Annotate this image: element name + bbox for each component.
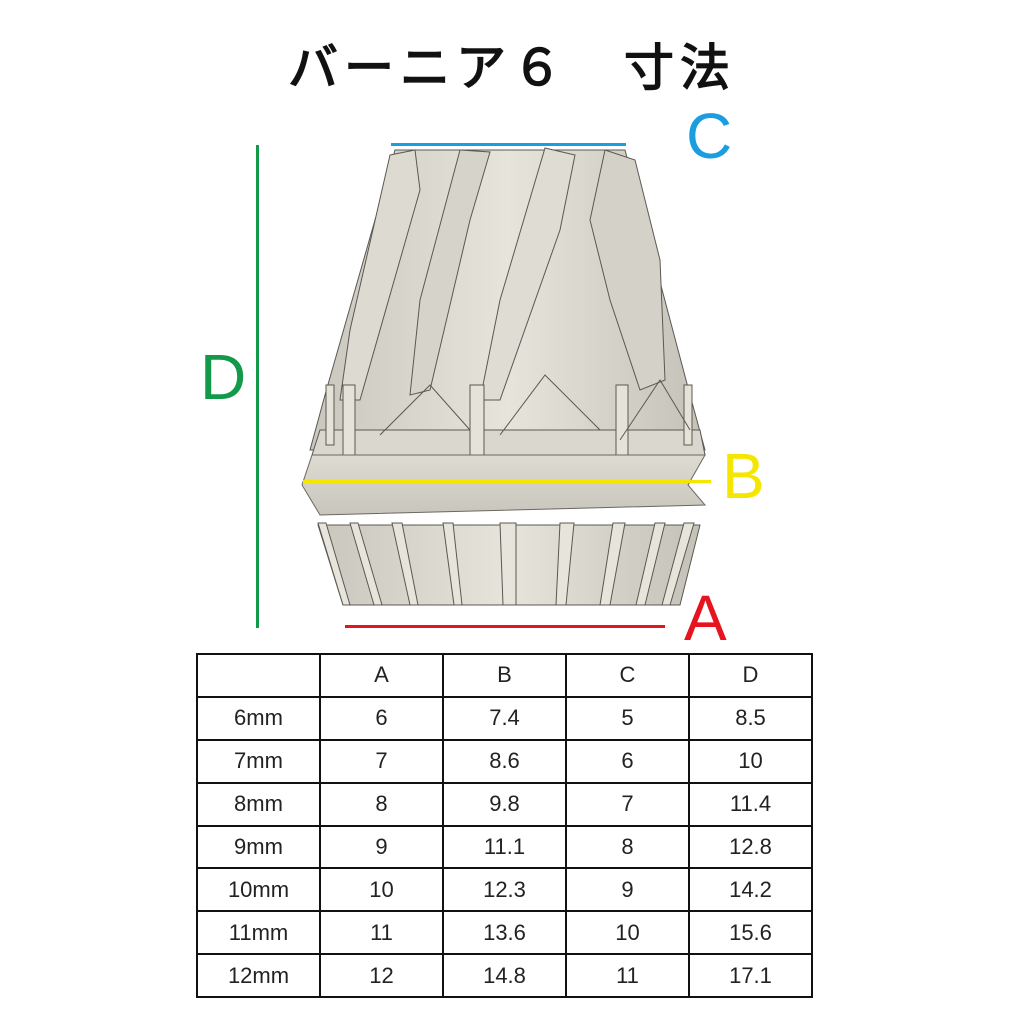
table-cell: 9.8 <box>442 781 567 827</box>
table-cell: 14.2 <box>688 867 813 913</box>
table-row: 8mm 8 9.8 7 11.4 <box>196 781 813 827</box>
table-cell: 12mm <box>196 953 321 998</box>
table-cell: 17.1 <box>688 953 813 998</box>
table-cell: 8mm <box>196 781 321 827</box>
table-cell: 11 <box>319 910 444 956</box>
table-cell: 9 <box>319 824 444 870</box>
table-cell: 11.4 <box>688 781 813 827</box>
dimension-line-d <box>256 145 259 628</box>
table-header-cell: C <box>565 653 690 698</box>
vernier-nozzle-illustration <box>301 147 707 606</box>
upper-cone <box>309 147 706 466</box>
table-cell: 10 <box>565 910 690 956</box>
dimension-line-a <box>345 625 665 628</box>
dimension-line-b <box>303 480 711 483</box>
table-cell: 7.4 <box>442 695 567 741</box>
table-cell: 7 <box>565 781 690 827</box>
table-row: 10mm 10 12.3 9 14.2 <box>196 867 813 913</box>
table-cell: 10mm <box>196 867 321 913</box>
table-cell: 6 <box>319 695 444 741</box>
table-cell: 12.8 <box>688 824 813 870</box>
table-row: 9mm 9 11.1 8 12.8 <box>196 824 813 870</box>
table-row: 7mm 7 8.6 6 10 <box>196 738 813 784</box>
table-cell: 9 <box>565 867 690 913</box>
table-cell: 6mm <box>196 695 321 741</box>
table-row: 6mm 6 7.4 5 8.5 <box>196 695 813 741</box>
table-cell: 10 <box>319 867 444 913</box>
table-cell: 7mm <box>196 738 321 784</box>
table-cell: 10 <box>688 738 813 784</box>
table-cell: 5 <box>565 695 690 741</box>
lower-skirt <box>317 522 701 606</box>
table-row: 11mm 11 13.6 10 15.6 <box>196 910 813 956</box>
table-header-cell <box>196 653 321 698</box>
label-a: A <box>684 582 727 654</box>
table-cell: 6 <box>565 738 690 784</box>
table-cell: 8.6 <box>442 738 567 784</box>
table-row: 12mm 12 14.8 11 17.1 <box>196 953 813 998</box>
table-cell: 13.6 <box>442 910 567 956</box>
dimension-line-c <box>391 143 626 146</box>
table-cell: 7 <box>319 738 444 784</box>
table-cell: 15.6 <box>688 910 813 956</box>
table-header-row: A B C D <box>196 653 813 698</box>
table-cell: 12 <box>319 953 444 998</box>
table-cell: 11.1 <box>442 824 567 870</box>
table-cell: 14.8 <box>442 953 567 998</box>
table-header-cell: D <box>688 653 813 698</box>
dimensions-table: A B C D 6mm 6 7.4 5 8.5 7mm 7 8.6 6 10 8… <box>196 653 813 998</box>
table-cell: 8 <box>565 824 690 870</box>
table-cell: 8 <box>319 781 444 827</box>
table-cell: 8.5 <box>688 695 813 741</box>
table-cell: 11 <box>565 953 690 998</box>
label-b: B <box>722 440 765 512</box>
middle-band <box>301 454 707 516</box>
label-c: C <box>686 100 733 172</box>
table-cell: 11mm <box>196 910 321 956</box>
table-header-cell: B <box>442 653 567 698</box>
page-title: バーニア６ 寸法 <box>288 39 736 97</box>
label-d: D <box>200 341 247 413</box>
table-cell: 9mm <box>196 824 321 870</box>
table-header-cell: A <box>319 653 444 698</box>
table-cell: 12.3 <box>442 867 567 913</box>
